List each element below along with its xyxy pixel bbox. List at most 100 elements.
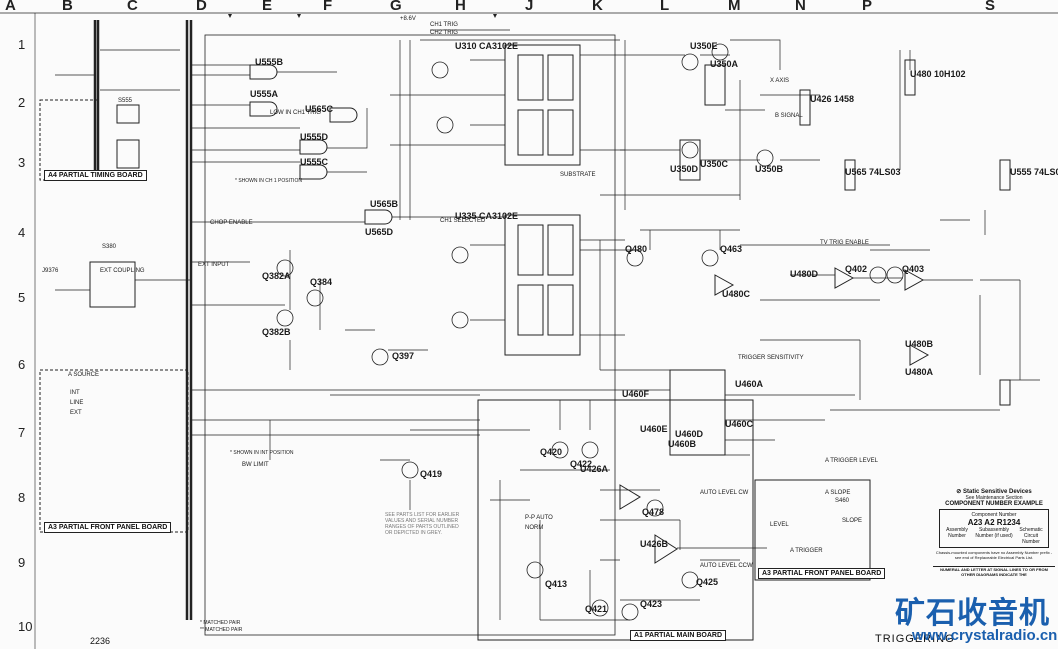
board-label-front-panel: A3 PARTIAL FRONT PANEL BOARD: [44, 522, 172, 533]
component-label: U426A: [580, 464, 609, 474]
row-label: 3: [18, 155, 26, 170]
component-label: U480D: [790, 269, 819, 279]
component-label: Q422: [570, 459, 593, 469]
column-label: M: [728, 0, 741, 14]
column-label: K: [592, 0, 603, 14]
column-label: P: [862, 0, 873, 14]
component-label: A SOURCE: [68, 372, 100, 378]
component-label: P-P AUTO: [525, 515, 553, 521]
legend-circuit: Schematic Circuit Number: [1019, 527, 1043, 545]
component-label: U350A: [710, 59, 739, 69]
column-label: S: [985, 0, 996, 14]
component-label: NORM: [525, 525, 544, 531]
component-label: Q480: [625, 244, 648, 254]
component-label: U460C: [725, 419, 754, 429]
component-label: CHOP ENABLE: [210, 220, 253, 226]
column-label: C: [127, 0, 138, 14]
component-label: Q402: [845, 264, 868, 274]
column-label: A: [5, 0, 16, 14]
component-label: SUBSTRATE: [560, 172, 596, 178]
row-label: 2: [18, 95, 26, 110]
page-number: 2236: [90, 636, 111, 646]
component-label: U565D: [365, 227, 394, 237]
matched-pair-note: ** MATCHED PAIR: [200, 627, 243, 633]
row-label: 1: [18, 37, 26, 52]
component-label: B SIGNAL: [775, 113, 803, 119]
board-label-main: A1 PARTIAL MAIN BOARD: [630, 630, 727, 641]
diagram-title: TRIGGERING: [875, 633, 955, 645]
component-label: U555 74LS09: [1010, 167, 1058, 177]
component-label: S380: [102, 244, 117, 250]
component-label: CH2 TRIG: [430, 30, 458, 36]
component-label: AUTO LEVEL CW: [700, 490, 749, 496]
component-label: S460: [835, 498, 850, 504]
column-label: N: [795, 0, 806, 14]
component-label: S555: [118, 98, 133, 104]
row-label: 10: [18, 619, 33, 634]
component-label: U460B: [668, 439, 697, 449]
component-label: AUTO LEVEL CCW: [700, 563, 753, 569]
column-label: J: [525, 0, 534, 14]
component-label: U426 1458: [810, 94, 855, 104]
component-number-legend: ⊘ Static Sensitive Devices See Maintenan…: [933, 488, 1055, 580]
component-label: Q419: [420, 469, 443, 479]
legend-subtitle: See Maintenance Section: [965, 495, 1023, 501]
component-label: U350C: [700, 159, 729, 169]
component-label: SLOPE: [842, 518, 863, 524]
column-label: F: [323, 0, 333, 14]
component-label: U350B: [755, 164, 784, 174]
legend-assembly: Assembly Number: [946, 527, 968, 539]
watermark-chinese: 矿石收音机: [895, 597, 1050, 630]
watermark-url: www.crystalradio.cn: [912, 627, 1058, 644]
component-label: TRIGGER SENSITIVITY: [738, 355, 804, 361]
component-label: X AXIS: [770, 78, 790, 84]
column-label: D: [196, 0, 207, 14]
component-label: CH1 TRIG: [430, 22, 458, 28]
component-label: A TRIGGER LEVEL: [825, 458, 878, 464]
component-label: +8.6V: [400, 16, 416, 22]
component-label: U310 CA3102E: [455, 41, 519, 51]
component-label: U460F: [622, 389, 650, 399]
legend-component-number: Component Number: [971, 512, 1017, 518]
legend-title: Static Sensitive Devices: [962, 489, 1032, 495]
matched-pair-note: * MATCHED PAIR: [200, 620, 241, 626]
component-label: LEVEL: [770, 522, 789, 528]
component-label: LOW IN CH1 TRIG: [270, 110, 321, 116]
board-label-front-panel: A3 PARTIAL FRONT PANEL BOARD: [758, 568, 886, 579]
column-label: L: [660, 0, 670, 14]
component-label: Q382A: [262, 271, 291, 281]
component-label: U565C: [305, 104, 334, 114]
component-label: U460A: [735, 379, 764, 389]
component-label: Q403: [902, 264, 925, 274]
component-label: A TRIGGER: [790, 548, 823, 554]
component-label: U565 74LS03: [845, 167, 901, 177]
legend-number: A23 A2 R1234: [967, 518, 1021, 527]
position-note: * SHOWN IN CH 1 POSITION: [235, 178, 302, 184]
legend-example: COMPONENT NUMBER EXAMPLE: [945, 501, 1043, 507]
legend-signal-note: NUMERAL AND LETTER AT SIGNAL LINES TO OR…: [933, 566, 1055, 577]
legend-box: Component Number A23 A2 R1234 Assembly N…: [939, 509, 1049, 548]
row-label: 8: [18, 490, 26, 505]
component-label: Q421: [585, 604, 608, 614]
row-label: 4: [18, 225, 26, 240]
component-label: U555A: [250, 89, 279, 99]
component-label: EXT INPUT: [198, 262, 230, 268]
row-label: 9: [18, 555, 26, 570]
component-label: Q413: [545, 579, 568, 589]
board-label-timing: A4 PARTIAL TIMING BOARD: [44, 170, 147, 181]
component-label: Q397: [392, 351, 415, 361]
row-label: 7: [18, 425, 26, 440]
component-label: U460E: [640, 424, 668, 434]
component-label: LINE: [70, 400, 84, 406]
component-label: U480B: [905, 339, 934, 349]
component-label: U480A: [905, 367, 934, 377]
component-label: BW LIMIT: [242, 462, 269, 468]
column-label: G: [390, 0, 402, 14]
component-label: EXT COUPLING: [100, 268, 145, 274]
component-label: Q384: [310, 277, 333, 287]
component-label: Q382B: [262, 327, 291, 337]
legend-subassembly: Subassembly Number (if used): [975, 527, 1013, 539]
column-label: B: [62, 0, 73, 14]
